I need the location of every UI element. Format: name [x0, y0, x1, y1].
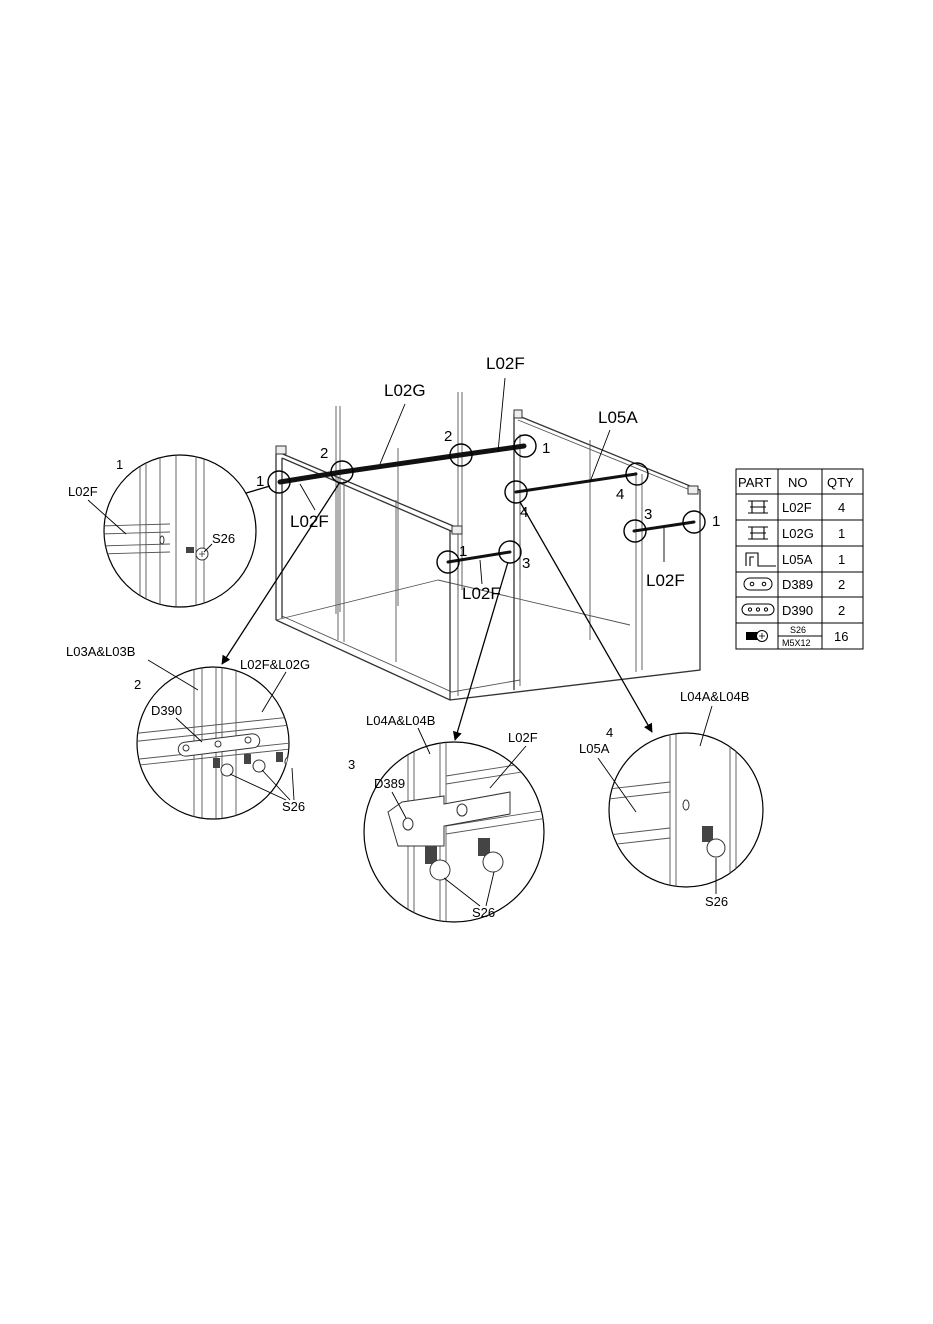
callout-l05a: L05A: [598, 408, 638, 427]
detail-2-top-right-label: L02F&L02G: [240, 657, 310, 672]
marker-number: 3: [644, 506, 652, 523]
table-header-no: NO: [788, 475, 808, 490]
table-cell-qty: 1: [838, 526, 845, 541]
table-header-qty: QTY: [827, 475, 854, 490]
detail-2-number: 2: [134, 677, 141, 692]
step-profile-icon: [746, 553, 776, 566]
detail-3-top-right-label: L02F: [508, 730, 538, 745]
callout-l02f-top: L02F: [486, 354, 525, 373]
detail-1-part-label: L02F: [68, 484, 98, 499]
channel-profile-icon: [748, 527, 768, 539]
marker-number: 2: [320, 445, 328, 462]
detail-2-plate-label: D390: [151, 703, 182, 718]
table-cell-qty: 2: [838, 603, 845, 618]
marker-number: 4: [520, 504, 528, 521]
marker-number: 3: [522, 555, 530, 572]
two-hole-plate-icon: [744, 578, 772, 590]
table-cell-no: L02G: [782, 526, 814, 541]
detail-4-screw-label: S26: [705, 894, 728, 909]
detail-3-screw-label: S26: [472, 905, 495, 920]
marker-number: 2: [444, 428, 452, 445]
marker-number: 1: [712, 513, 720, 530]
table-header-part: PART: [738, 475, 772, 490]
screw-icon: [746, 631, 768, 642]
detail-2-screw-label: S26: [282, 799, 305, 814]
table-cell-qty: 4: [838, 500, 845, 515]
marker-number: 1: [542, 440, 550, 457]
channel-profile-icon: [748, 501, 768, 513]
callout-l02f-right: L02F: [646, 571, 685, 590]
detail-3: L04A&L04B L02F 3 D389 S26: [348, 713, 560, 930]
marker-number: 1: [459, 543, 467, 560]
detail-4-number: 4: [606, 725, 613, 740]
table-cell-no: D390: [782, 603, 813, 618]
detail-4-part-label: L05A: [579, 741, 610, 756]
detail-3-plate-label: D389: [374, 776, 405, 791]
table-cell-qty: 16: [834, 629, 848, 644]
table-cell-qty: 1: [838, 552, 845, 567]
detail-3-number: 3: [348, 757, 355, 772]
detail-2: L03A&L03B 2 L02F&L02G D390 S26: [66, 644, 310, 830]
highlighted-bars: [280, 446, 694, 562]
detail-1: 1 L02F S26: [68, 450, 256, 610]
detail-1-screw-label: S26: [212, 531, 235, 546]
detail-4-top-right-label: L04A&L04B: [680, 689, 749, 704]
table-cell-no: L02F: [782, 500, 812, 515]
marker-number: 4: [616, 486, 624, 503]
callout-l02g: L02G: [384, 381, 426, 400]
detail-1-number: 1: [116, 457, 123, 472]
table-cell-no-sub: M5X12: [782, 638, 811, 648]
detail-4: L04A&L04B 4 L05A S26: [579, 689, 763, 909]
callout-l02f-middle: L02F: [462, 584, 501, 603]
detail-2-top-left-label: L03A&L03B: [66, 644, 135, 659]
table-cell-no: L05A: [782, 552, 813, 567]
three-hole-plate-icon: [742, 604, 774, 615]
table-cell-no: S26: [790, 625, 806, 635]
table-cell-qty: 2: [838, 577, 845, 592]
table-cell-no: D389: [782, 577, 813, 592]
detail-3-top-left-label: L04A&L04B: [366, 713, 435, 728]
parts-table: PART NO QTY L02F 4: [736, 469, 863, 649]
location-circles: [268, 435, 705, 573]
greenhouse-frame: [276, 392, 700, 700]
